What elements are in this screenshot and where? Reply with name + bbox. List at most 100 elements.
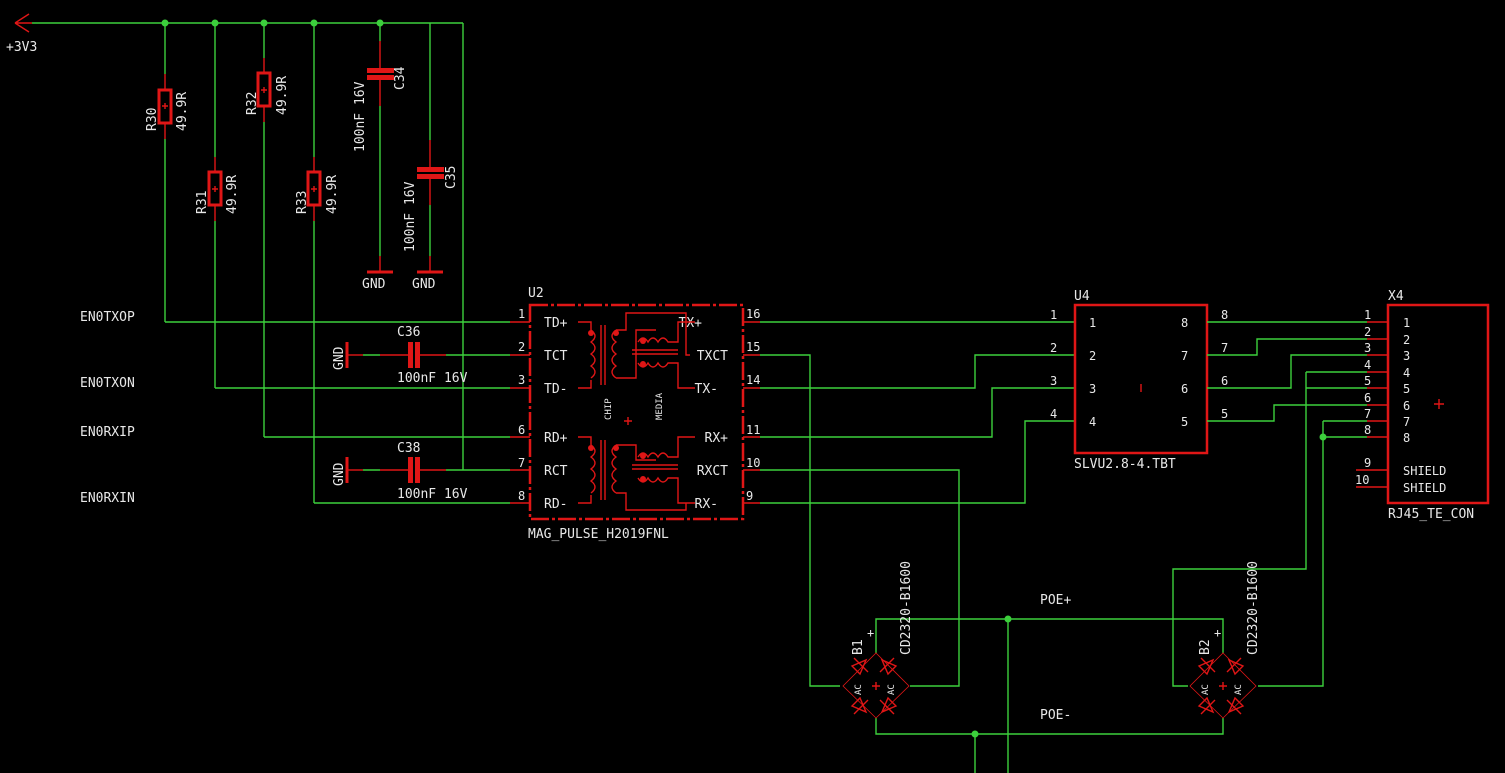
net-poe-minus[interactable]: POE- bbox=[1040, 708, 1071, 723]
r33-value: 49.9R bbox=[325, 175, 340, 214]
x4-pin-inner: 3 bbox=[1403, 349, 1410, 363]
u2-pin-name: RD- bbox=[544, 497, 567, 512]
r33-ref: R33 bbox=[295, 191, 310, 214]
origin-marker-icon bbox=[624, 417, 632, 425]
u4-ref: U4 bbox=[1074, 289, 1090, 304]
net-en0txop[interactable]: EN0TXOP bbox=[80, 310, 135, 325]
supply-3v3[interactable]: +3V3 bbox=[6, 13, 464, 470]
x4-pin-num: 8 bbox=[1364, 423, 1371, 437]
x4-pin-inner: 7 bbox=[1403, 415, 1410, 429]
c38-value: 100nF 16V bbox=[397, 487, 468, 502]
resistor-r32[interactable]: R32 49.9R bbox=[245, 23, 290, 437]
x4-pin-num: 2 bbox=[1364, 325, 1371, 339]
c35-ref: C35 bbox=[444, 166, 459, 189]
u2-media-label: MEDIA bbox=[655, 392, 665, 420]
u2-pin-name: TX+ bbox=[679, 316, 703, 331]
c36-value: 100nF 16V bbox=[397, 371, 468, 386]
net-poe-plus[interactable]: POE+ bbox=[1040, 593, 1071, 608]
x4-rj45[interactable]: X4 RJ45_TE_CON 1 2 3 4 5 6 7 8 9 10 1 2 … bbox=[1355, 289, 1490, 522]
wires-u2-u4 bbox=[760, 321, 1075, 687]
u4-pin-num: 3 bbox=[1050, 374, 1057, 388]
u2-pin-num: 15 bbox=[746, 340, 760, 354]
transformer-tx-icon bbox=[578, 312, 695, 389]
r31-ref: R31 bbox=[195, 191, 210, 214]
resistor-r30[interactable]: R30 49.9R bbox=[145, 23, 190, 322]
u2-chip-label: CHIP bbox=[604, 398, 614, 420]
u2-pin-name: RD+ bbox=[544, 431, 568, 446]
u2-pin-name: RX+ bbox=[705, 431, 729, 446]
x4-pin-num: 4 bbox=[1364, 358, 1371, 372]
u2-pin-num: 2 bbox=[518, 340, 525, 354]
capacitor-c36[interactable]: GND C36 100nF 16V bbox=[332, 325, 510, 386]
r32-value: 49.9R bbox=[275, 76, 290, 115]
c38-ref: C38 bbox=[397, 441, 420, 456]
supply-label: +3V3 bbox=[6, 40, 37, 55]
transformer-rx-icon bbox=[578, 436, 695, 511]
b2-plus: + bbox=[1214, 626, 1221, 640]
net-en0rxip[interactable]: EN0RXIP bbox=[80, 425, 135, 440]
diode-icon bbox=[850, 657, 898, 715]
x4-pin-num: 10 bbox=[1355, 473, 1369, 487]
capacitor-c38[interactable]: GND C38 100nF 16V bbox=[332, 441, 510, 502]
x4-pin-inner: 8 bbox=[1403, 431, 1410, 445]
u4-pin-num: 2 bbox=[1050, 341, 1057, 355]
u4-part: SLVU2.8-4.TBT bbox=[1074, 457, 1176, 472]
b1-plus: + bbox=[867, 626, 874, 640]
x4-pin-num: 6 bbox=[1364, 391, 1371, 405]
c36-ref: C36 bbox=[397, 325, 420, 340]
u4-pin-num: 1 bbox=[1050, 308, 1057, 322]
b1-ac-label: AC bbox=[854, 684, 864, 695]
u4-pin-inner: 6 bbox=[1181, 382, 1188, 396]
u2-pin-name: RCT bbox=[544, 464, 568, 479]
x4-part: RJ45_TE_CON bbox=[1388, 507, 1474, 522]
x4-pin-inner: 2 bbox=[1403, 333, 1410, 347]
poe-nets: POE+ POE- bbox=[875, 593, 1224, 773]
x4-pin-num: 3 bbox=[1364, 341, 1371, 355]
net-en0rxin[interactable]: EN0RXIN bbox=[80, 491, 135, 506]
x4-pin-num: 7 bbox=[1364, 407, 1371, 421]
u4-tvs[interactable]: U4 SLVU2.8-4.TBT 1 2 3 4 1 2 3 4 8 7 6 5… bbox=[1050, 289, 1228, 472]
capacitor-c34[interactable]: GND C34 100nF 16V bbox=[353, 23, 408, 292]
bridge-b2[interactable]: B2 CD2320-B1600 + AC AC bbox=[1189, 561, 1261, 719]
net-labels-left: EN0TXOP EN0TXON EN0RXIP EN0RXIN bbox=[80, 310, 530, 506]
u4-pin-num: 8 bbox=[1221, 308, 1228, 322]
b2-ac-label: AC bbox=[1234, 684, 1244, 695]
u2-pin-num: 3 bbox=[518, 373, 525, 387]
u2-pin-num: 14 bbox=[746, 373, 760, 387]
supply-arrow-icon bbox=[14, 13, 32, 33]
wires-u4-x4 bbox=[1172, 321, 1388, 687]
u2-pin-name: TD- bbox=[544, 382, 567, 397]
r31-value: 49.9R bbox=[225, 175, 240, 214]
u4-pin-inner: 2 bbox=[1089, 349, 1096, 363]
diode-icon bbox=[1197, 657, 1245, 715]
u4-pin-inner: 7 bbox=[1181, 349, 1188, 363]
u2-pin-num: 9 bbox=[746, 489, 753, 503]
u2-pin-num: 10 bbox=[746, 456, 760, 470]
x4-ref: X4 bbox=[1388, 289, 1404, 304]
c35-gnd-label: GND bbox=[412, 277, 436, 292]
u4-pin-num: 6 bbox=[1221, 374, 1228, 388]
u2-pin-name: TX- bbox=[695, 382, 718, 397]
resistor-r33[interactable]: R33 49.9R bbox=[295, 23, 340, 503]
u2-pin-num: 1 bbox=[518, 307, 525, 321]
resistor-r31[interactable]: R31 49.9R bbox=[195, 23, 240, 388]
r32-ref: R32 bbox=[245, 92, 260, 115]
b2-ref: B2 bbox=[1198, 639, 1213, 655]
u2-pin-name: TXCT bbox=[697, 349, 728, 364]
capacitor-c35[interactable]: GND C35 100nF 16V bbox=[403, 23, 459, 292]
r30-value: 49.9R bbox=[175, 92, 190, 131]
u4-pin-inner: 8 bbox=[1181, 316, 1188, 330]
c38-gnd-label: GND bbox=[332, 462, 347, 486]
bridge-b1[interactable]: B1 CD2320-B1600 + AC AC bbox=[842, 561, 914, 719]
u2-magnetics[interactable]: U2 MAG_PULSE_H2019FNL 1 2 3 6 7 8 TD+ TC… bbox=[518, 286, 760, 542]
x4-shield-label: SHIELD bbox=[1403, 481, 1446, 495]
x4-shield-label: SHIELD bbox=[1403, 464, 1446, 478]
x4-pin-inner: 4 bbox=[1403, 366, 1410, 380]
c34-value: 100nF 16V bbox=[353, 81, 368, 152]
x4-pin-inner: 1 bbox=[1403, 316, 1410, 330]
net-en0txon[interactable]: EN0TXON bbox=[80, 376, 135, 391]
u2-pin-num: 16 bbox=[746, 307, 760, 321]
b2-ac-label: AC bbox=[1201, 684, 1211, 695]
x4-pin-inner: 6 bbox=[1403, 399, 1410, 413]
